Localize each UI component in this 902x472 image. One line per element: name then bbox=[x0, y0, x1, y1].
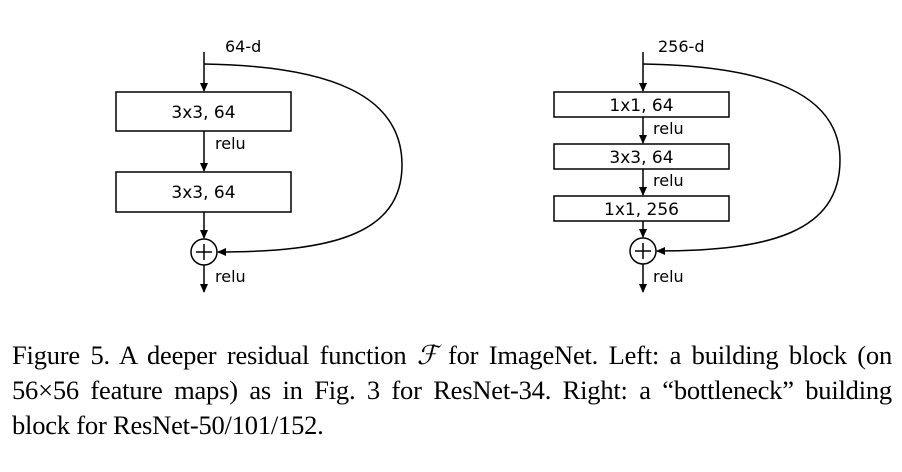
left-layer-1-label: 3x3, 64 bbox=[171, 103, 235, 123]
right-layer-1-label: 1x1, 64 bbox=[609, 96, 673, 116]
right-layer-3-box bbox=[553, 195, 730, 222]
left-shortcut-connection bbox=[203, 63, 403, 256]
right-sum-node bbox=[629, 237, 657, 265]
right-layer-2-box bbox=[553, 143, 730, 170]
right-layer-1-box bbox=[553, 91, 730, 118]
right-layer-2-label: 3x3, 64 bbox=[609, 148, 673, 168]
right-relu-2: relu bbox=[653, 171, 684, 190]
left-building-block: 64-d 3x3, 64 relu 3x3, 64 relu bbox=[115, 37, 403, 293]
left-output-relu: relu bbox=[215, 267, 246, 286]
right-relu-1: relu bbox=[653, 119, 684, 138]
right-shortcut-connection bbox=[642, 63, 841, 255]
right-layer-3-label: 1x1, 256 bbox=[604, 200, 679, 220]
left-layer-2-label: 3x3, 64 bbox=[171, 183, 235, 203]
figure-caption: Figure 5. A deeper residual function ℱ f… bbox=[12, 338, 892, 443]
left-relu-1: relu bbox=[215, 134, 246, 153]
right-bottleneck-block: 256-d 1x1, 64 relu 3x3, 64 relu 1x1, 256… bbox=[553, 37, 841, 293]
left-layer-2-box bbox=[115, 171, 292, 213]
caption-text-1: Figure 5. A deeper residual function bbox=[12, 340, 417, 370]
left-input-label: 64-d bbox=[225, 37, 261, 56]
caption-text-2: for ImageNet. Left: a building block (on… bbox=[12, 340, 892, 440]
left-sum-node bbox=[190, 238, 218, 266]
right-input-label: 256-d bbox=[658, 37, 704, 56]
residual-blocks-diagram: 64-d 3x3, 64 relu 3x3, 64 relu 256-d 1x1… bbox=[115, 37, 841, 293]
caption-math-symbol: ℱ bbox=[416, 340, 438, 371]
right-output-relu: relu bbox=[653, 267, 684, 286]
